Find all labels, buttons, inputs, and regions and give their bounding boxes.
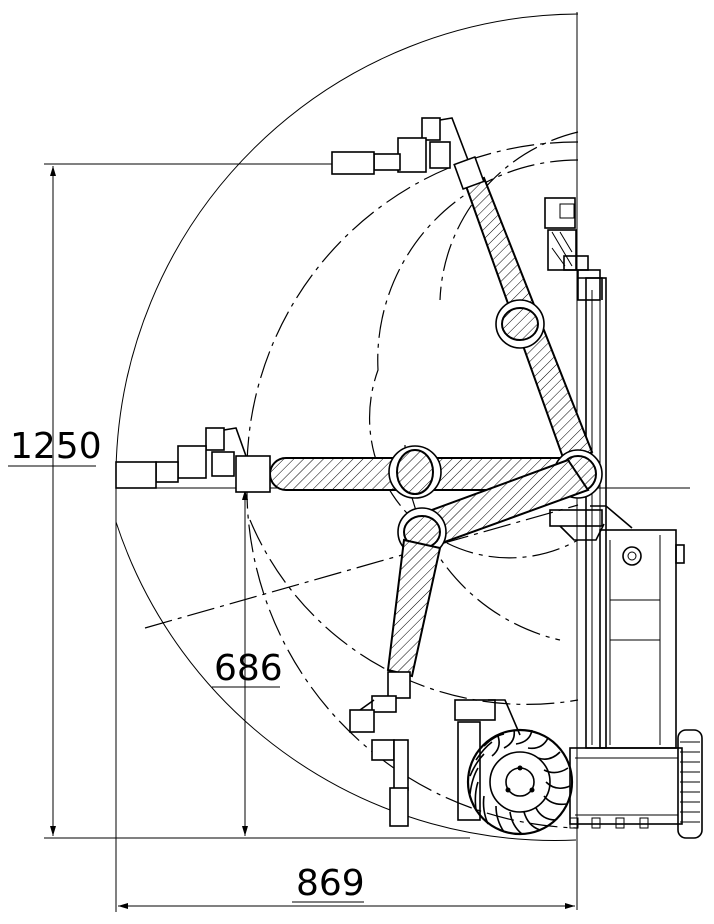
mast-top-bracket <box>544 197 589 271</box>
arm-pose-lower <box>349 458 590 827</box>
lower-sweep-line <box>144 504 579 629</box>
mobile-base <box>454 529 685 829</box>
mecanum-wheel-rear <box>677 729 703 839</box>
outer-reach-envelope <box>115 13 579 841</box>
outer-dashed-arc <box>246 141 579 829</box>
vertical-mast <box>577 269 607 749</box>
shoulder-dashed-arc <box>439 131 579 301</box>
dim-1250-label: 1250 <box>10 426 102 467</box>
dim-869-label: 869 <box>296 863 365 904</box>
mecanum-wheel-front <box>466 728 574 836</box>
dim-686-label: 686 <box>214 648 283 689</box>
arm-pose-upper <box>331 117 594 468</box>
inner-dashed-arc <box>368 159 579 559</box>
lower-dashed-arc <box>249 519 579 705</box>
shoulder-mount <box>549 505 633 541</box>
